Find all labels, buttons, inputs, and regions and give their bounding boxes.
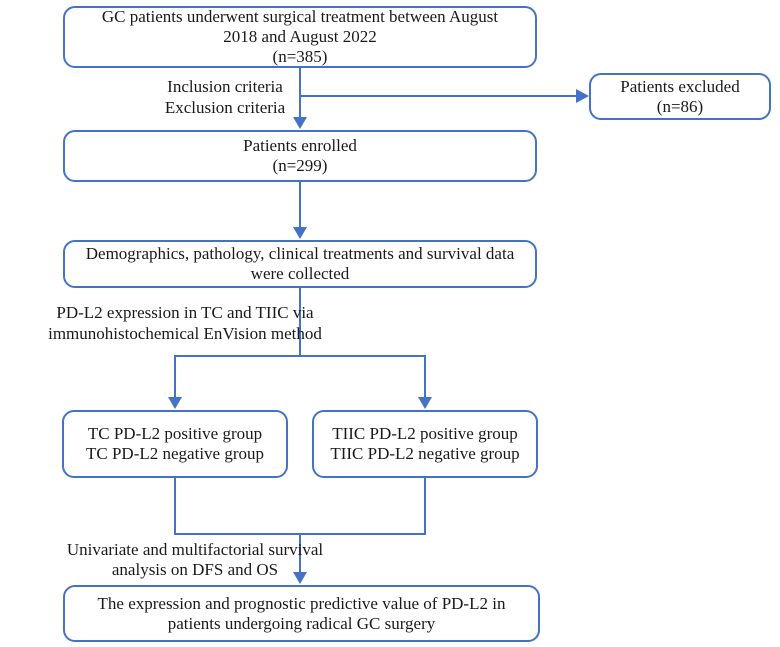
arrowhead-to-collected [293,227,307,239]
node-text-line: 2018 and August 2022 [223,27,377,46]
node-text-line: (n=299) [272,156,328,175]
node-data-collected: Demographics, pathology, clinical treatm… [63,240,537,288]
node-text-line: GC patients underwent surgical treatment… [101,7,499,26]
edge-label-line: immunohistochemical EnVision method [48,324,322,343]
node-tc-groups: TC PD-L2 positive group TC PD-L2 negativ… [62,410,288,478]
connector-merge-left [174,478,176,535]
node-initial-patients: GC patients underwent surgical treatment… [63,6,537,68]
arrowhead-to-outcome [293,572,307,584]
node-patients-excluded: Patients excluded (n=86) [589,73,771,120]
connector-collected-stem [299,288,301,357]
node-text-line: patients undergoing radical GC surgery [167,613,436,633]
edge-label-line: Inclusion criteria [167,77,283,96]
edge-label-line: Exclusion criteria [164,98,286,117]
node-text-line: (n=385) [272,47,328,66]
arrowhead-to-enrolled [293,117,307,129]
connector-enrolled-to-collected [299,182,301,228]
arrowhead-to-tc [168,397,182,409]
node-text-line: TIIC PD-L2 positive group [332,424,518,443]
connector-merge-stem [299,533,301,573]
node-text-line: Patients excluded [620,76,740,96]
arrowhead-to-excluded [576,89,589,103]
node-text-line: TC PD-L2 negative group [86,444,264,463]
connector-merge-right [424,478,426,535]
node-text-line: Demographics, pathology, clinical treatm… [85,244,515,263]
edge-label-line: PD-L2 expression in TC and TIIC via [56,303,314,322]
node-text-line: The expression and prognostic predictive… [97,593,506,613]
connector-branch-to-excluded [300,95,576,97]
node-text-line: TC PD-L2 positive group [87,424,263,443]
connector-initial-to-enrolled [299,68,301,118]
edge-label-pdl2-method: PD-L2 expression in TC and TIIC via immu… [0,302,370,344]
node-tiic-groups: TIIC PD-L2 positive group TIIC PD-L2 neg… [312,410,538,478]
edge-label-line: analysis on DFS and OS [111,560,279,579]
arrowhead-to-tiic [418,397,432,409]
connector-split-left [174,355,176,398]
node-text-line: were collected [250,264,350,283]
node-outcome: The expression and prognostic predictive… [63,585,540,642]
connector-split-horizontal [174,355,426,357]
node-patients-enrolled: Patients enrolled (n=299) [63,130,537,182]
edge-label-criteria: Inclusion criteria Exclusion criteria [155,76,295,118]
node-text-line: Patients enrolled [243,136,357,155]
edge-label-line: Univariate and multifactorial survival [66,540,324,559]
node-text-line: (n=86) [656,96,704,116]
edge-label-survival-analysis: Univariate and multifactorial survival a… [25,540,365,580]
connector-split-right [424,355,426,398]
node-text-line: TIIC PD-L2 negative group [330,444,520,463]
